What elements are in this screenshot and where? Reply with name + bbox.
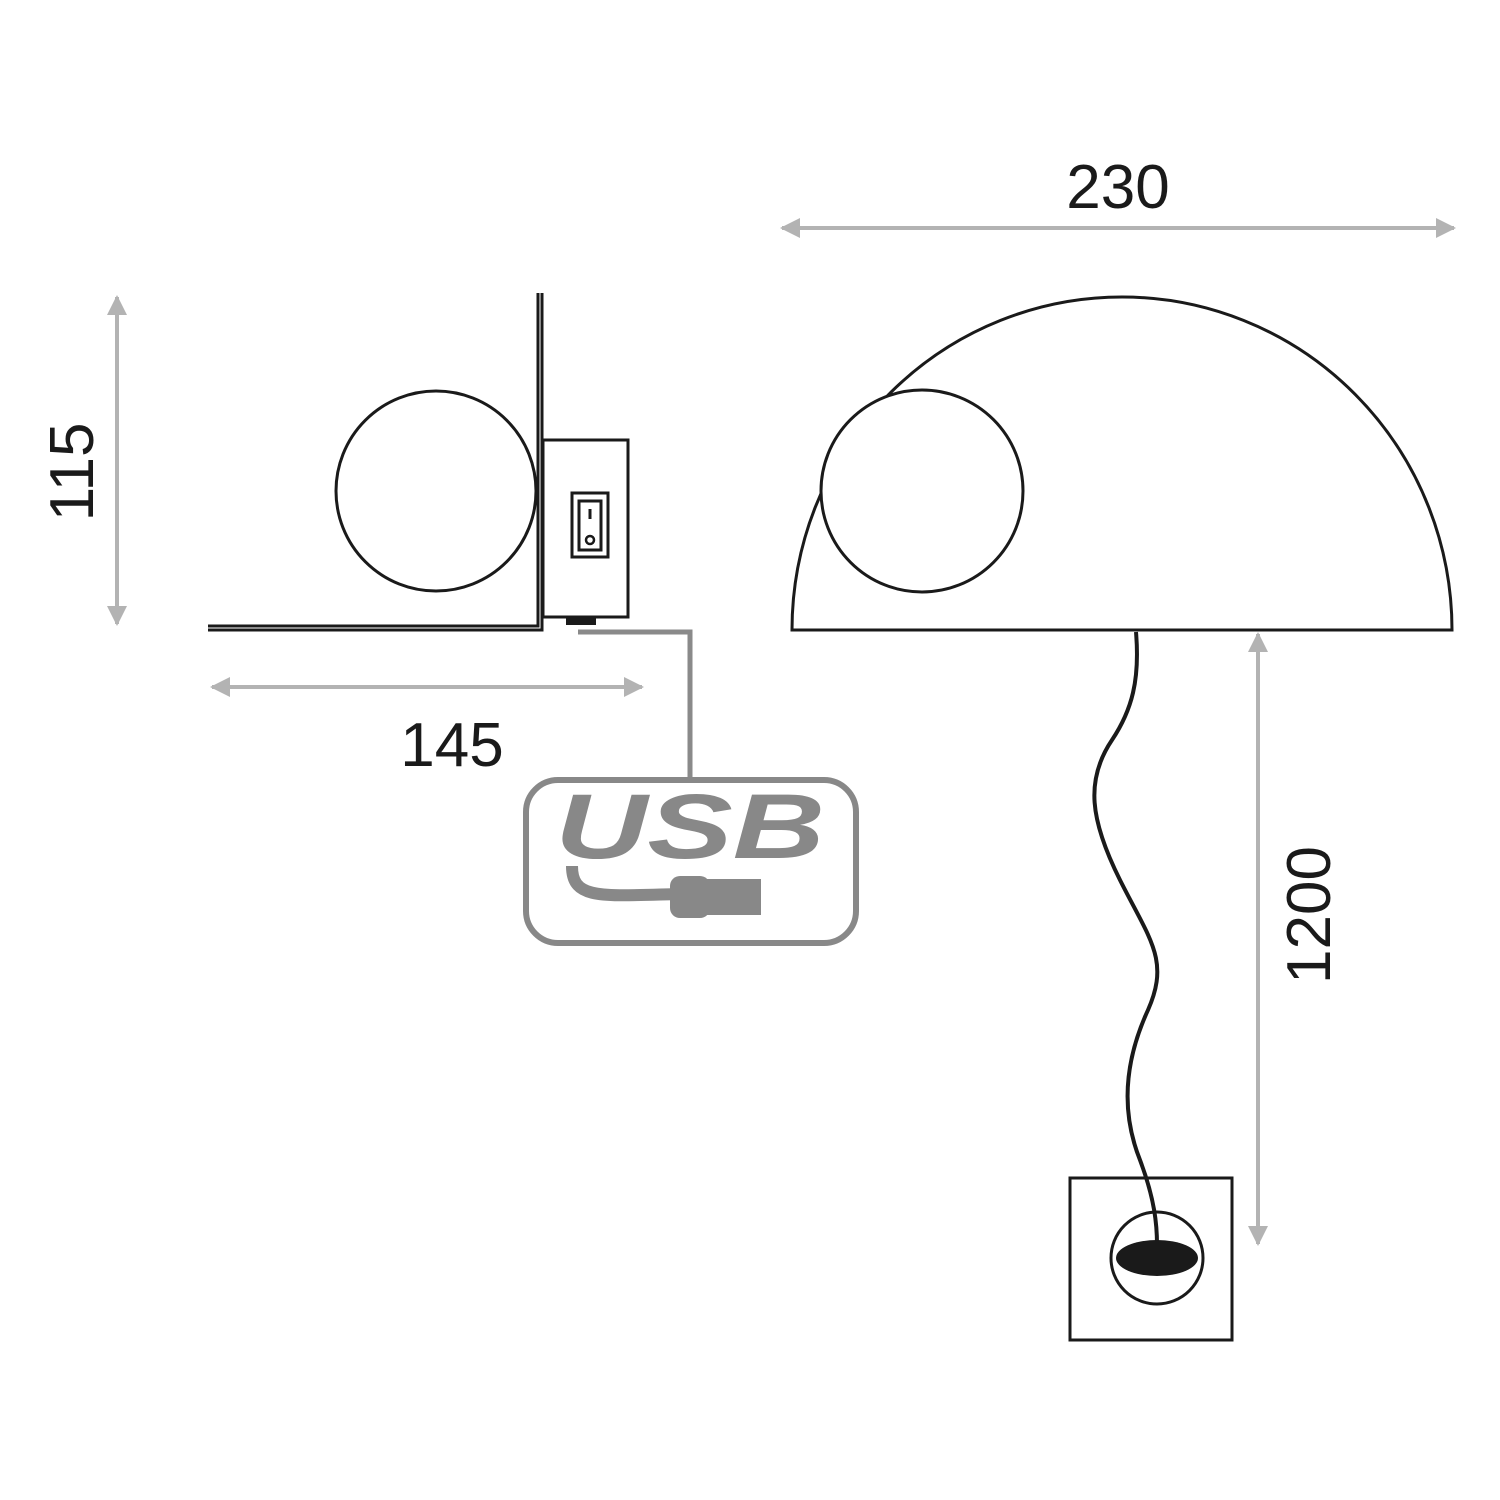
bracket-outer [208, 293, 540, 628]
cable-label: 1200 [1275, 846, 1344, 984]
rocker-switch-icon [577, 499, 603, 552]
usb-cable-icon [566, 865, 681, 902]
power-cord [1092, 631, 1160, 1246]
usb-cable [578, 629, 693, 778]
globe-side [334, 389, 538, 593]
width-dimension: 230 [780, 153, 1456, 238]
side-view [208, 293, 693, 778]
height-dimension: 115 [38, 295, 127, 626]
switch-frame [570, 491, 610, 559]
switch-off-mark [584, 534, 596, 546]
usb-logo-frame [523, 777, 859, 946]
depth-dimension: 145 [210, 677, 644, 780]
socket-hole [1116, 1240, 1198, 1276]
usb-plug-head-icon [705, 879, 761, 915]
usb-logo-text: USB [555, 776, 825, 878]
usb-plug-icon [670, 876, 710, 918]
switch-housing [541, 438, 630, 619]
front-view [790, 295, 1454, 1342]
bracket-inner [208, 293, 544, 632]
height-label: 115 [38, 423, 107, 522]
wall-socket [1068, 1176, 1234, 1342]
globe-front [819, 388, 1025, 594]
cable-dimension: 1200 [1248, 632, 1344, 1246]
depth-label: 145 [400, 711, 503, 780]
width-label: 230 [1066, 153, 1169, 222]
socket-ring [1109, 1210, 1205, 1306]
usb-logo: USB [523, 776, 859, 946]
usb-port [566, 617, 596, 625]
